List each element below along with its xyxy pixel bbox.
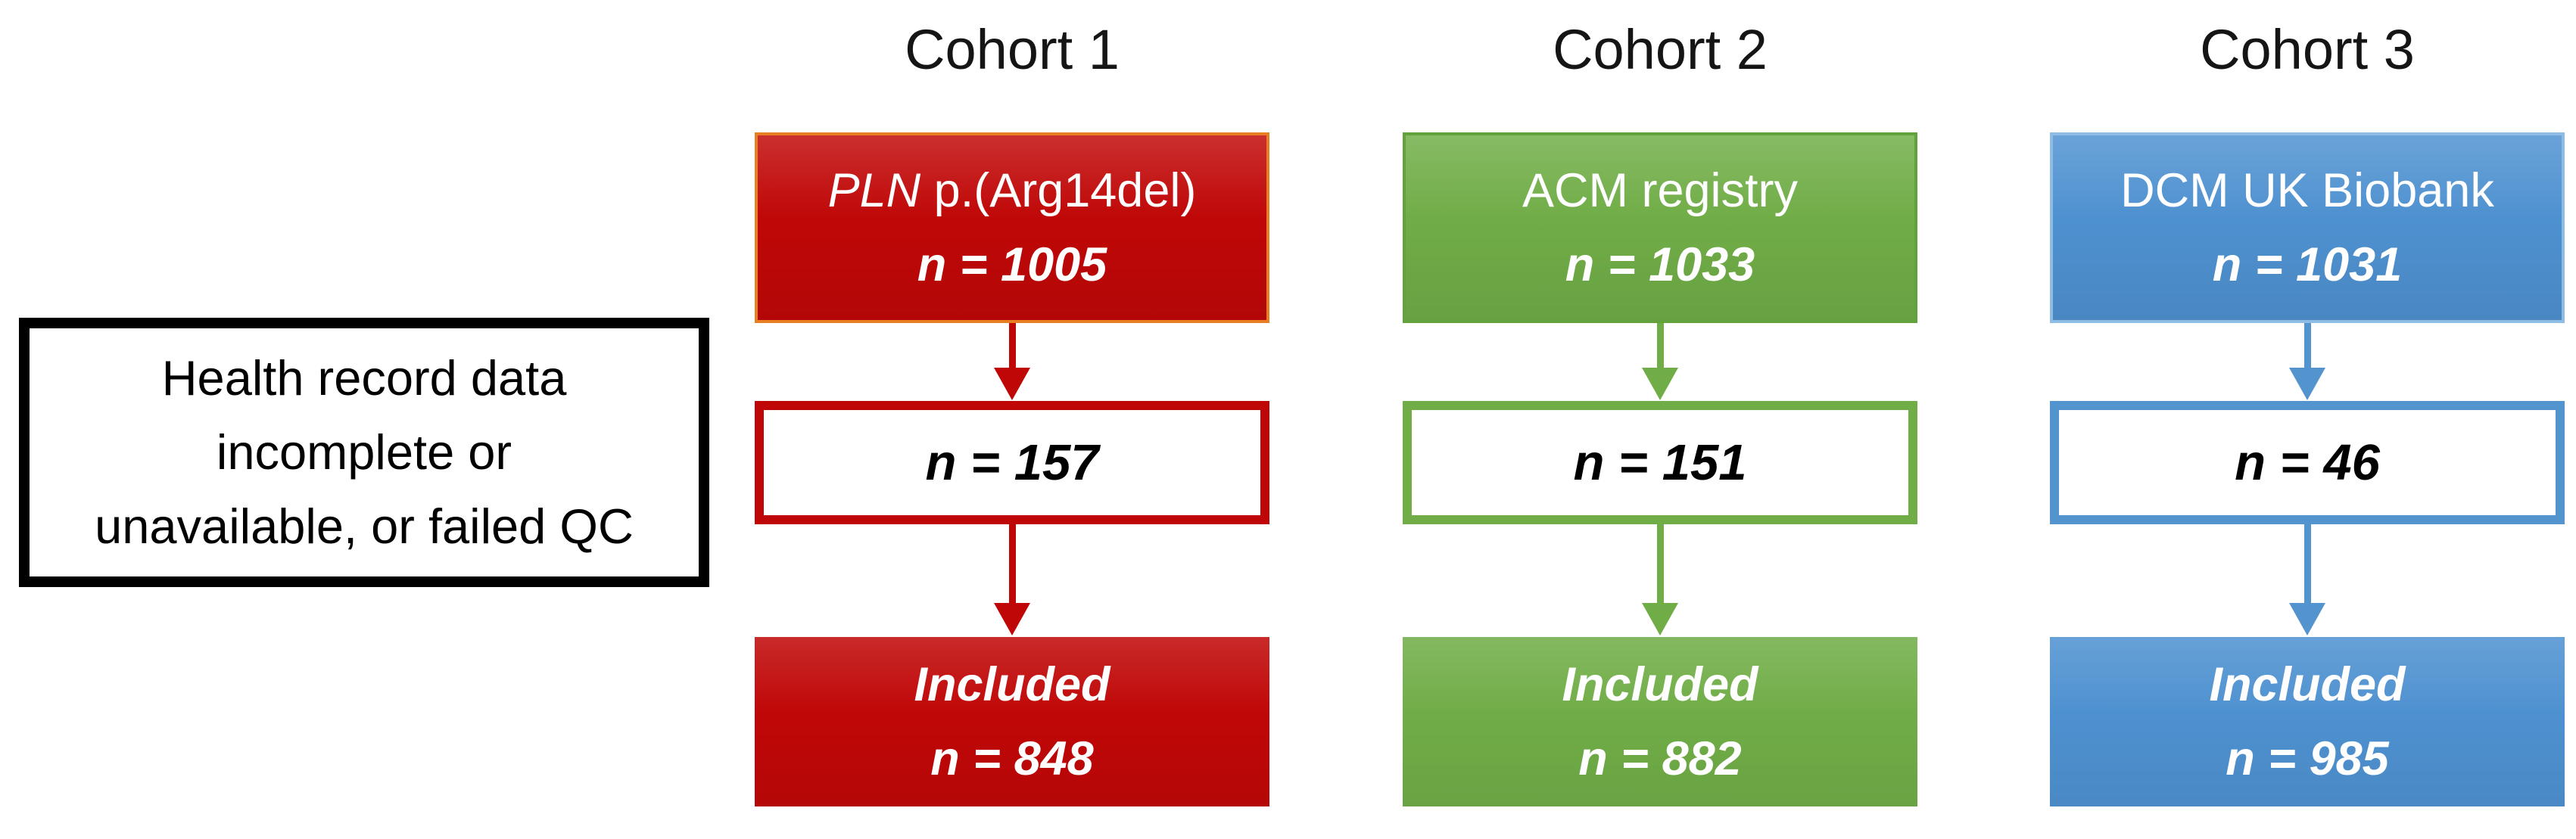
excluded-n: n = 151 bbox=[1573, 434, 1747, 491]
arrow-head-icon bbox=[1642, 603, 1678, 635]
source-n: n = 1031 bbox=[2212, 238, 2403, 291]
included-n: n = 985 bbox=[2226, 732, 2389, 785]
flow-arrow bbox=[2289, 524, 2325, 635]
source-n: n = 1005 bbox=[917, 238, 1107, 291]
included-label: Included bbox=[2209, 658, 2406, 711]
source-name: PLN p.(Arg14del) bbox=[828, 154, 1197, 228]
cohort-title: Cohort 3 bbox=[2200, 18, 2415, 81]
excluded-box: n = 46 bbox=[2050, 401, 2565, 524]
included-n: n = 882 bbox=[1578, 732, 1742, 785]
source-box: PLN p.(Arg14del) n = 1005 bbox=[755, 132, 1269, 323]
source-name: DCM UK Biobank bbox=[2120, 154, 2494, 228]
source-name-rest: DCM UK Biobank bbox=[2120, 164, 2494, 217]
exclusion-reason-box: Health record data incomplete or unavail… bbox=[19, 318, 709, 587]
flow-arrow bbox=[2289, 323, 2325, 400]
cohort-column-1: Cohort 1 PLN p.(Arg14del) n = 1005 n = 1… bbox=[755, 0, 1269, 839]
source-name-italic: PLN bbox=[827, 164, 921, 217]
cohort-title: Cohort 1 bbox=[905, 18, 1120, 81]
arrow-head-icon bbox=[994, 368, 1030, 400]
source-box: ACM registry n = 1033 bbox=[1403, 132, 1917, 323]
included-box: Included n = 848 bbox=[755, 637, 1269, 806]
arrow-head-icon bbox=[1642, 368, 1678, 400]
source-name-rest: ACM registry bbox=[1522, 164, 1799, 217]
arrow-stem bbox=[1008, 323, 1016, 368]
arrow-stem bbox=[1008, 524, 1016, 603]
exclusion-line: unavailable, or failed QC bbox=[95, 499, 634, 554]
excluded-n: n = 157 bbox=[925, 434, 1099, 491]
cohort-column-3: Cohort 3 DCM UK Biobank n = 1031 n = 46 … bbox=[2050, 0, 2565, 839]
arrow-stem bbox=[2303, 323, 2311, 368]
arrow-stem bbox=[1656, 524, 1664, 603]
excluded-n: n = 46 bbox=[2235, 434, 2380, 491]
arrow-stem bbox=[2303, 524, 2311, 603]
included-label: Included bbox=[914, 658, 1110, 711]
included-box: Included n = 882 bbox=[1403, 637, 1917, 806]
excluded-box: n = 151 bbox=[1403, 401, 1917, 524]
flow-arrow bbox=[994, 323, 1030, 400]
flow-arrow bbox=[1642, 524, 1678, 635]
source-n: n = 1033 bbox=[1565, 238, 1755, 291]
included-box: Included n = 985 bbox=[2050, 637, 2565, 806]
included-n: n = 848 bbox=[930, 732, 1094, 785]
cohort-column-2: Cohort 2 ACM registry n = 1033 n = 151 I… bbox=[1403, 0, 1917, 839]
exclusion-line: Health record data bbox=[161, 350, 567, 406]
exclusion-line: incomplete or bbox=[216, 424, 512, 480]
source-name: ACM registry bbox=[1522, 154, 1798, 228]
arrow-head-icon bbox=[994, 603, 1030, 635]
excluded-box: n = 157 bbox=[755, 401, 1269, 524]
arrow-stem bbox=[1656, 323, 1664, 368]
included-label: Included bbox=[1562, 658, 1758, 711]
arrow-head-icon bbox=[2289, 603, 2325, 635]
flow-arrow bbox=[994, 524, 1030, 635]
source-box: DCM UK Biobank n = 1031 bbox=[2050, 132, 2565, 323]
arrow-head-icon bbox=[2289, 368, 2325, 400]
cohort-title: Cohort 2 bbox=[1553, 18, 1768, 81]
flow-arrow bbox=[1642, 323, 1678, 400]
source-name-rest: p.(Arg14del) bbox=[920, 164, 1197, 217]
